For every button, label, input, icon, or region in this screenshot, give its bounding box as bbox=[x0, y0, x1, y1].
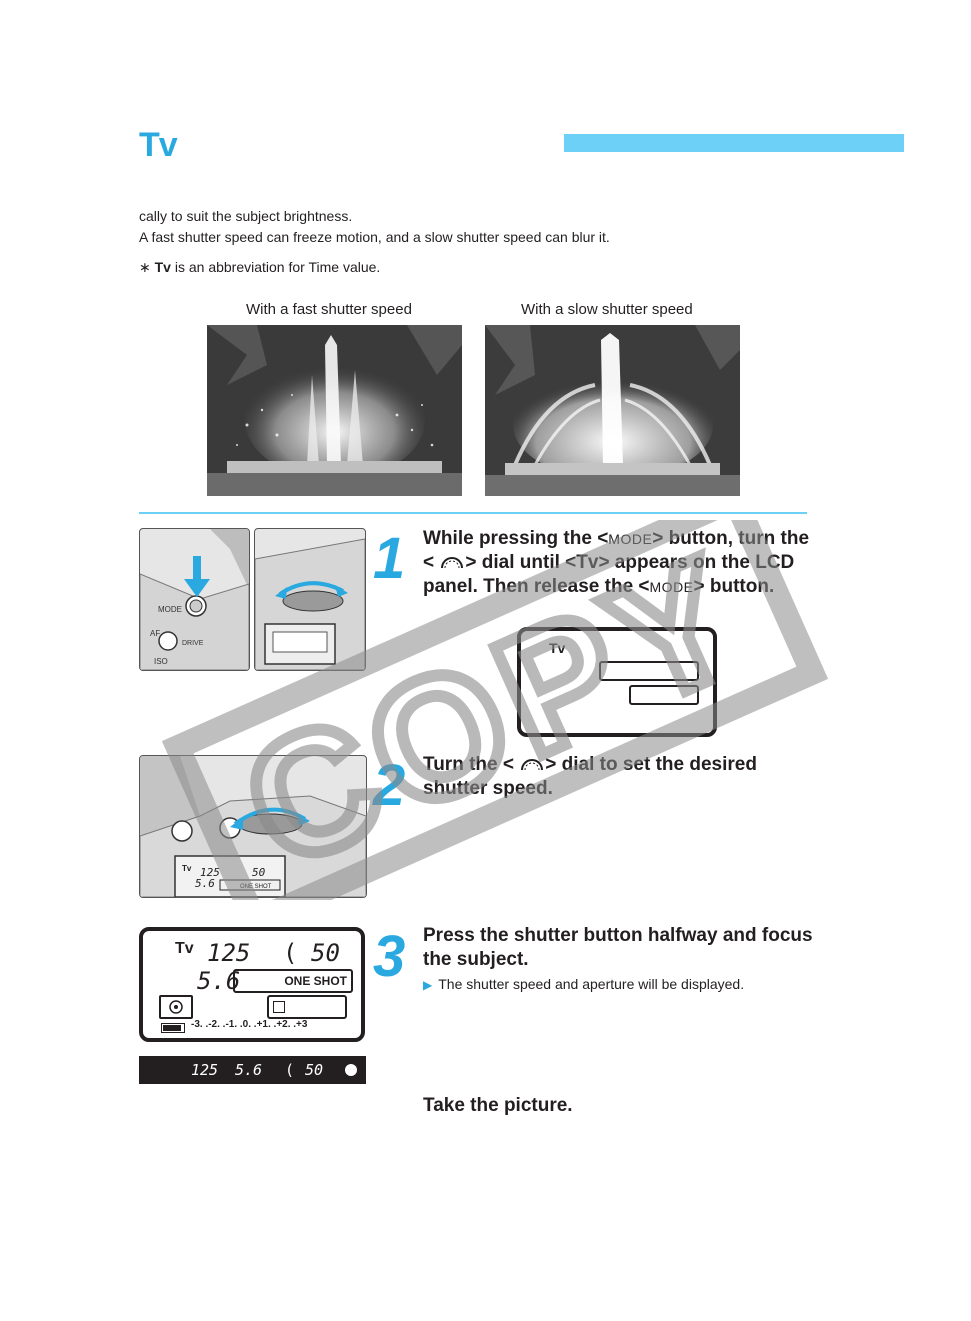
vf-bracket: ( bbox=[285, 1061, 295, 1079]
step-1-part-1: While pressing the < bbox=[423, 528, 609, 549]
step-3-text: Press the shutter button halfway and foc… bbox=[423, 925, 813, 970]
main-dial-illustration bbox=[254, 528, 366, 671]
step-3-bullet: ▶ The shutter speed and aperture will be … bbox=[423, 976, 744, 992]
step-1-part-3: > dial until < bbox=[465, 552, 577, 573]
mini-lcd-aperture: 5.6 bbox=[195, 877, 215, 890]
lcd-panel-small: Tv bbox=[517, 627, 717, 737]
drive-label: DRIVE bbox=[182, 640, 204, 647]
metering-icon bbox=[159, 995, 193, 1019]
step-2-number: 2 bbox=[373, 753, 406, 818]
note-term: Tv bbox=[154, 259, 171, 275]
main-dial-icon bbox=[434, 552, 465, 573]
drive-mode-box bbox=[267, 995, 347, 1019]
section-divider bbox=[139, 512, 807, 514]
step-3-number: 3 bbox=[373, 924, 406, 989]
step-2-text: Turn the < > dial to set the desired shu… bbox=[423, 753, 813, 801]
fast-shutter-caption: With a fast shutter speed bbox=[246, 301, 412, 318]
mini-lcd-af: ONE SHOT bbox=[240, 884, 272, 890]
step-4-text: Take the picture. bbox=[423, 1095, 573, 1116]
step-1-number: 1 bbox=[373, 526, 406, 591]
intro-line-1: cally to suit the subject brightness. bbox=[139, 208, 353, 224]
vf-shots: 50 bbox=[305, 1061, 324, 1079]
lcd-large-bracket: ( bbox=[283, 939, 298, 967]
note-text: is an abbreviation for Time value. bbox=[170, 259, 381, 275]
main-dial-icon bbox=[514, 754, 545, 775]
af-label: AF bbox=[150, 629, 160, 638]
slow-shutter-photo bbox=[485, 325, 740, 496]
note-mark: ∗ bbox=[139, 259, 151, 275]
single-shot-icon bbox=[273, 1001, 285, 1013]
lcd-large-shutter: 125 bbox=[207, 939, 251, 967]
mode-button-illustration: MODE AF DRIVE ISO bbox=[139, 528, 250, 671]
step-1-part-5: > button. bbox=[693, 576, 775, 597]
tv-note: ∗ Tv is an abbreviation for Time value. bbox=[139, 259, 380, 276]
fast-shutter-photo bbox=[207, 325, 462, 496]
mini-lcd-mode: Tv bbox=[182, 864, 192, 873]
battery-icon bbox=[161, 1023, 185, 1033]
lcd-drive-box bbox=[629, 685, 699, 705]
mode-button-label-2: MODE bbox=[649, 579, 694, 595]
lcd-large-mode: Tv bbox=[175, 940, 194, 957]
step-1-tv: Tv bbox=[576, 552, 599, 573]
lcd-panel-large: Tv 125 ( 50 5.6 ONE SHOT -3. .-2. .-1. .… bbox=[139, 927, 365, 1042]
bullet-arrow-icon: ▶ bbox=[423, 978, 433, 992]
turn-dial-illustration: Tv 125 5.6 50 ONE SHOT bbox=[139, 755, 367, 898]
lcd-large-af-mode: ONE SHOT bbox=[233, 969, 353, 993]
title-bar bbox=[564, 134, 904, 152]
viewfinder-display: 125 5.6 ( 50 bbox=[139, 1056, 366, 1084]
exposure-scale: -3. .-2. .-1. .0. .+1. .+2. .+3 bbox=[191, 1019, 308, 1030]
intro-line-2: A fast shutter speed can freeze motion, … bbox=[139, 229, 610, 245]
step-2-part-1: Turn the < bbox=[423, 754, 514, 775]
page-title: Tv bbox=[139, 126, 178, 164]
focus-confirm-icon bbox=[345, 1064, 357, 1076]
iso-label: ISO bbox=[154, 657, 168, 666]
lcd-large-shots: 50 bbox=[311, 939, 340, 967]
lcd-mode-tv: Tv bbox=[549, 640, 566, 656]
lcd-af-box bbox=[599, 661, 699, 681]
vf-aperture: 5.6 bbox=[235, 1061, 263, 1079]
step-3-bullet-text: The shutter speed and aperture will be d… bbox=[438, 976, 745, 992]
mini-lcd-shots: 50 bbox=[252, 866, 266, 879]
mode-label: MODE bbox=[158, 605, 182, 614]
vf-shutter: 125 bbox=[191, 1061, 219, 1079]
step-1-text: While pressing the <MODE> button, turn t… bbox=[423, 527, 813, 599]
mode-button-label-1: MODE bbox=[608, 531, 653, 547]
slow-shutter-caption: With a slow shutter speed bbox=[521, 301, 693, 318]
